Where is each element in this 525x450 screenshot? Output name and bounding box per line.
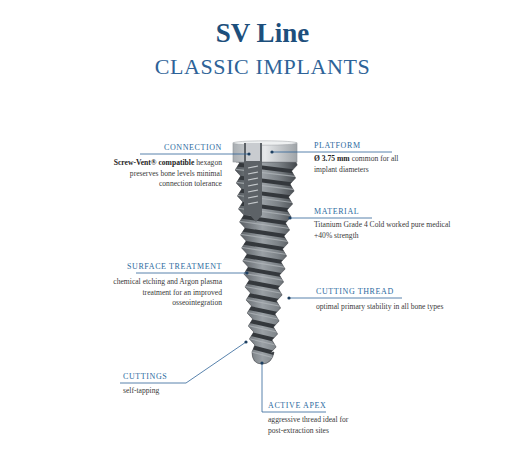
callout-heading: CUTTING THREAD bbox=[316, 287, 394, 296]
callout-heading: PLATFORM bbox=[314, 141, 361, 150]
callout-heading: CUTTINGS bbox=[123, 372, 167, 381]
thread-highlight bbox=[234, 182, 298, 190]
callout-text: chemical etching and Argon plasma treatm… bbox=[113, 277, 222, 307]
diagram-title: SV Line bbox=[0, 17, 525, 49]
thread-highlight bbox=[247, 338, 280, 346]
callout-text: Ø 3.75 mm bbox=[314, 154, 350, 163]
thread-highlight bbox=[241, 273, 287, 281]
callout-text: optimal primary stability in all bone ty… bbox=[316, 302, 443, 311]
thread-highlight bbox=[239, 247, 290, 255]
callout-heading-box: MATERIAL bbox=[314, 207, 434, 218]
thread-highlight bbox=[242, 286, 285, 294]
collar-top bbox=[233, 141, 297, 145]
implant-collar bbox=[233, 143, 297, 162]
thread-grooves bbox=[233, 164, 300, 359]
cutaway-section bbox=[244, 143, 262, 222]
callout-heading: SURFACE TREATMENT bbox=[127, 262, 222, 271]
callout-heading: MATERIAL bbox=[314, 207, 359, 216]
internal-hexagon bbox=[246, 143, 260, 161]
callout-text-box: self-tapping bbox=[123, 386, 223, 397]
callout-heading: ACTIVE APEX bbox=[268, 401, 326, 410]
callout-heading: CONNECTION bbox=[164, 143, 222, 152]
callout-heading-box: CONNECTION bbox=[112, 143, 222, 154]
thread-highlight bbox=[237, 221, 293, 229]
thread-highlight bbox=[245, 312, 283, 320]
leader-dots bbox=[244, 150, 291, 364]
thread-highlight bbox=[248, 351, 278, 359]
callout-text-box: Ø 3.75 mmcommon for all implant diameter… bbox=[314, 154, 412, 175]
thread-highlight bbox=[235, 195, 297, 203]
callout-text-box: optimal primary stability in all bone ty… bbox=[316, 302, 496, 313]
callout-heading-box: SURFACE TREATMENT bbox=[92, 262, 222, 273]
subtitle-box: CLASSIC IMPLANTS bbox=[0, 54, 525, 80]
callout-text-box: Titanium Grade 4 Cold worked pure medica… bbox=[314, 220, 464, 241]
thread-highlight bbox=[240, 260, 289, 268]
callout-text-box: aggressive thread ideal for post-extract… bbox=[268, 415, 364, 436]
callout-text-box: chemical etching and Argon plasma treatm… bbox=[92, 277, 222, 309]
callout-text: self-tapping bbox=[123, 386, 159, 395]
internal-thread bbox=[248, 166, 258, 204]
callout-heading-box: CUTTINGS bbox=[123, 372, 223, 383]
thread-highlight bbox=[233, 169, 300, 177]
implant-body bbox=[234, 157, 297, 364]
thread-highlight bbox=[246, 325, 282, 333]
thread-highlight bbox=[244, 299, 285, 307]
callout-text: Titanium Grade 4 Cold worked pure medica… bbox=[314, 220, 450, 240]
callout-text-box: Screw-Vent® compatiblehexagon preserves … bbox=[104, 158, 222, 190]
callout-heading-box: ACTIVE APEX bbox=[268, 401, 388, 412]
thread-highlight bbox=[238, 234, 292, 242]
callout-text: aggressive thread ideal for post-extract… bbox=[268, 415, 348, 435]
callout-text: Screw-Vent® compatible bbox=[114, 158, 195, 167]
callout-heading-box: CUTTING THREAD bbox=[316, 287, 456, 298]
subtitle: CLASSIC IMPLANTS bbox=[155, 54, 371, 79]
callout-heading-box: PLATFORM bbox=[314, 141, 434, 152]
